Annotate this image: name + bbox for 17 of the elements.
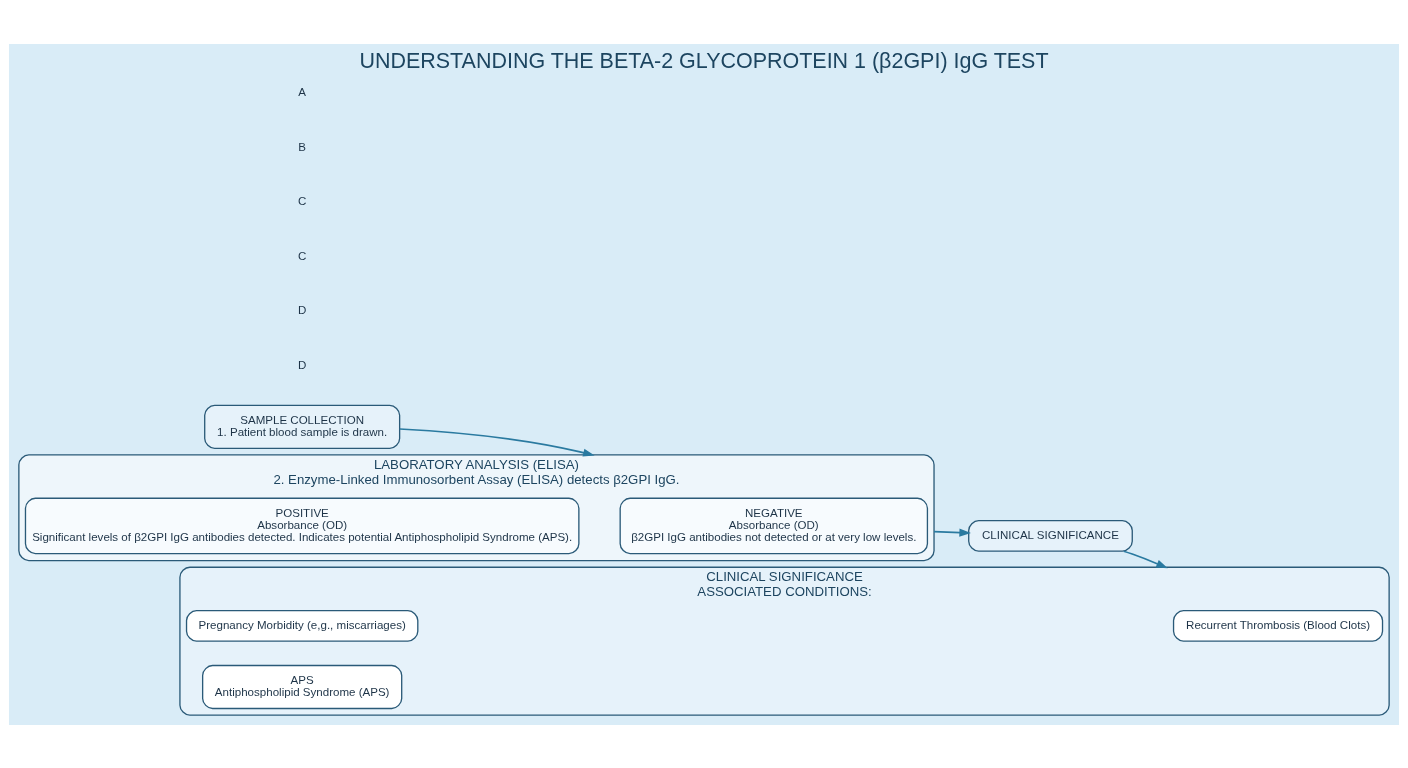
label: C	[298, 249, 307, 262]
diagram-title: UNDERSTANDING THE BETA-2 GLYCOPROTEIN 1 (β2GPI) IgG TEST	[359, 48, 1049, 73]
node-box: Pregnancy Morbidity (e,g., miscarriages)	[185, 609, 419, 642]
label: B	[298, 140, 307, 153]
node-box: CLINICAL SIGNIFICANCE	[968, 519, 1133, 552]
node-box: NEGATIVE Absorbance (OD) β2GPI IgG antibodies not detected or at very low levels.	[619, 497, 929, 554]
label: D	[298, 303, 307, 316]
arrow	[1122, 549, 1168, 568]
arrow	[398, 427, 595, 457]
label: A	[298, 85, 307, 98]
node-box: SAMPLE COLLECTION 1. Patient blood sample is drawn.	[204, 404, 401, 449]
label: C	[298, 194, 307, 207]
arrow	[933, 528, 971, 537]
label: D	[298, 358, 307, 371]
node-box: POSITIVE Absorbance (OD) Significant levels of β2GPI IgG antibodies detected. Indicates potential Antiphospholipid Syndrome (APS).	[24, 497, 580, 554]
node-box: APS Antiphospholipid Syndrome (APS)	[202, 664, 403, 709]
node-box: Recurrent Thrombosis (Blood Clots)	[1172, 609, 1384, 642]
